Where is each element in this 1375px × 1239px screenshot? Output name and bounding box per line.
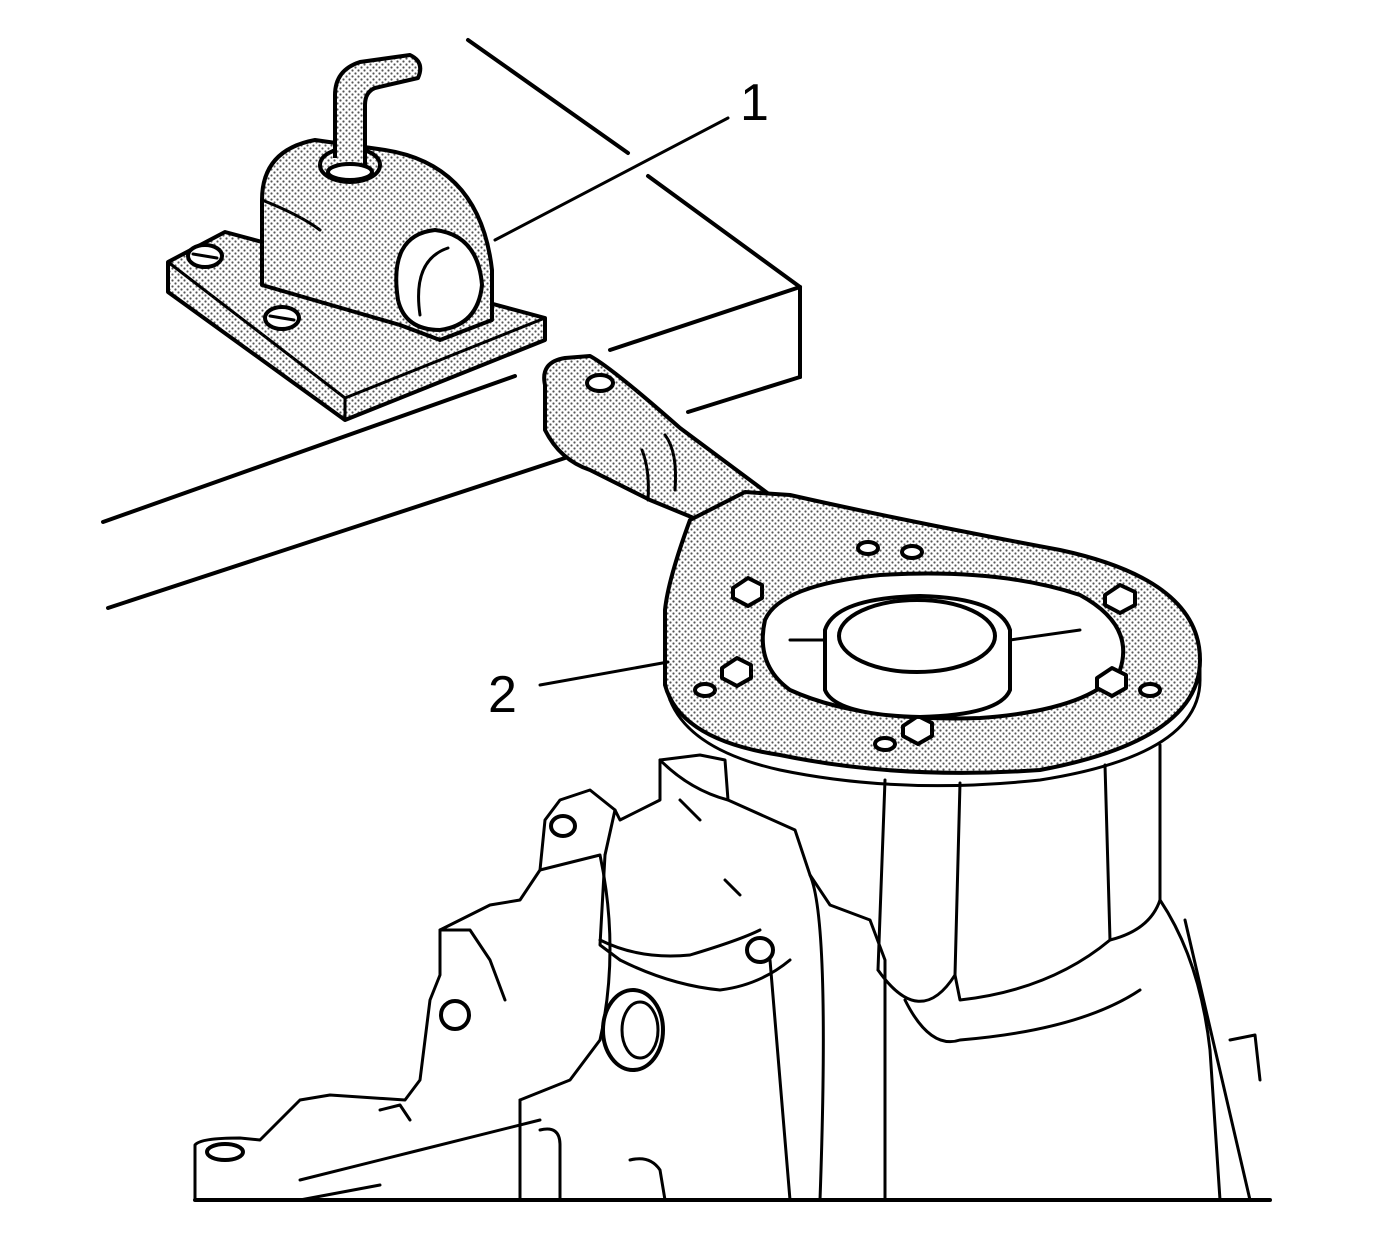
holding-fixture bbox=[166, 53, 547, 422]
callout-1: 1 bbox=[740, 74, 769, 132]
callout-2: 2 bbox=[488, 666, 517, 724]
leader-line-2 bbox=[538, 660, 670, 687]
transmission-case bbox=[193, 594, 1272, 1202]
fixture-shaft bbox=[542, 354, 772, 537]
workbench bbox=[101, 38, 802, 610]
plate-bolts bbox=[693, 540, 1162, 752]
leader-line-1 bbox=[493, 116, 730, 242]
